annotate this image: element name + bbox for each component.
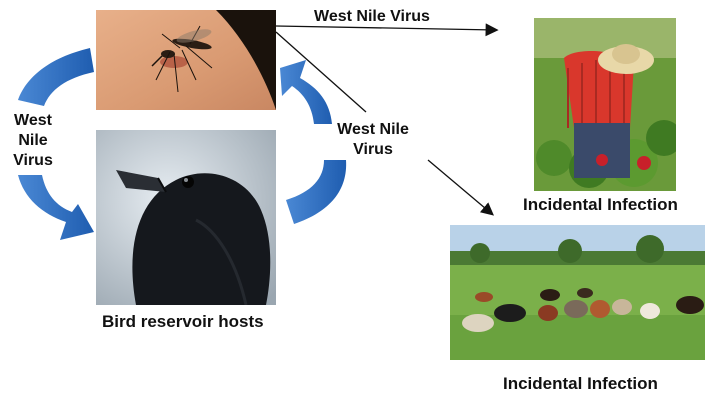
cattle-caption: Incidental Infection bbox=[503, 374, 658, 394]
left-cycle-label: West Nile Virus bbox=[6, 111, 60, 171]
bird-photo bbox=[96, 130, 276, 305]
bird-caption: Bird reservoir hosts bbox=[102, 312, 264, 332]
human-caption: Incidental Infection bbox=[523, 195, 678, 215]
right-cycle-label: West Nile Virus bbox=[326, 120, 420, 160]
left-cycle-line-2: Nile bbox=[6, 131, 60, 151]
cycle-arrow-right-lower bbox=[286, 160, 346, 224]
cycle-arrow-left-lower bbox=[18, 175, 94, 240]
cattle-photo bbox=[450, 225, 705, 360]
cycle-arrow-right-upper bbox=[280, 60, 332, 124]
mosquito-photo bbox=[96, 10, 276, 110]
arrow-to-cattle bbox=[428, 160, 492, 214]
right-cycle-line-2: Virus bbox=[326, 140, 420, 160]
left-cycle-line-3: Virus bbox=[6, 151, 60, 171]
arrow-mosquito-diagonal bbox=[276, 32, 366, 112]
human-photo bbox=[534, 18, 676, 191]
right-cycle-line-1: West Nile bbox=[326, 120, 420, 140]
top-arrow-label: West Nile Virus bbox=[314, 7, 430, 27]
cycle-arrow-left-upper bbox=[18, 48, 94, 106]
left-cycle-line-1: West bbox=[6, 111, 60, 131]
